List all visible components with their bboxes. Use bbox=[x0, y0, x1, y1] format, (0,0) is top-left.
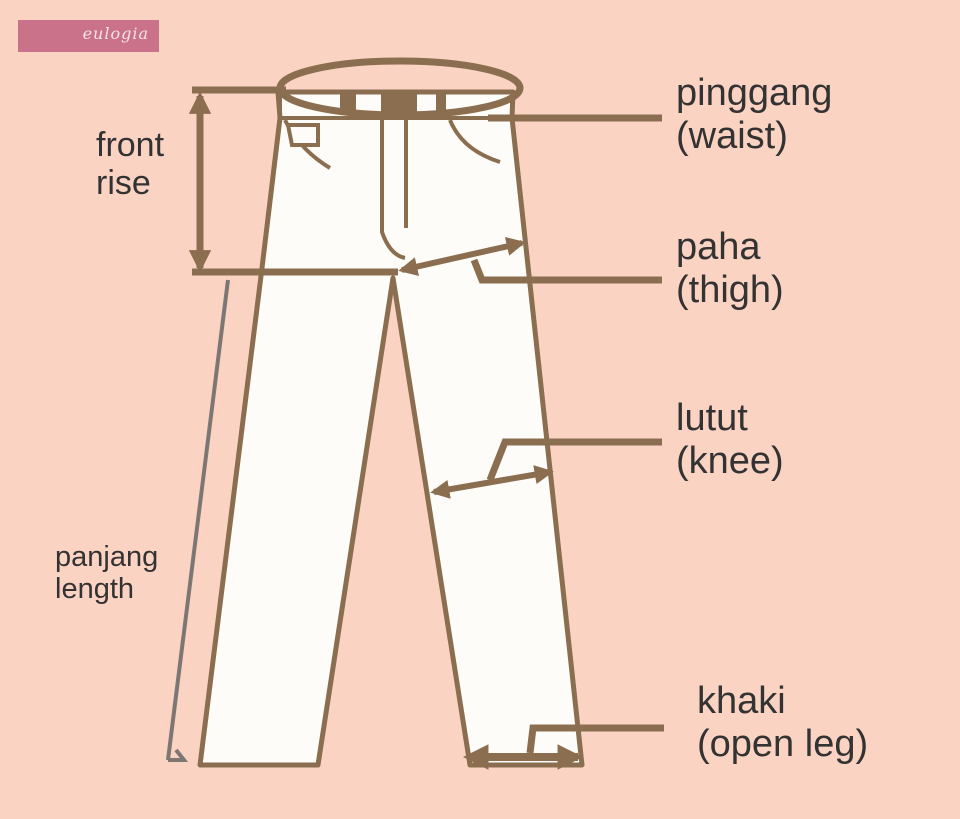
label-front-rise: front rise bbox=[96, 126, 164, 202]
label-length-line2: length bbox=[55, 573, 135, 606]
pants-outline bbox=[197, 89, 585, 768]
coin-pocket bbox=[285, 123, 320, 147]
label-length-line1: panjang bbox=[55, 541, 159, 573]
belt-loop bbox=[436, 90, 446, 112]
label-thigh: paha (thigh) bbox=[676, 226, 784, 311]
label-knee-line1: lutut bbox=[676, 397, 748, 439]
knee-leader bbox=[486, 438, 662, 482]
label-open-leg-line2: (open leg) bbox=[697, 722, 869, 765]
label-knee-line2: (knee) bbox=[676, 439, 784, 482]
label-length: panjang length bbox=[55, 541, 158, 606]
label-thigh-line2: (thigh) bbox=[676, 268, 784, 311]
thigh-leader bbox=[470, 258, 662, 284]
label-waist-line1: pinggang bbox=[676, 72, 833, 114]
label-thigh-line1: paha bbox=[676, 226, 761, 268]
label-open-leg-line1: khaki bbox=[697, 680, 786, 722]
label-front-rise-line2: rise bbox=[96, 164, 151, 203]
right-pocket bbox=[448, 119, 501, 164]
open-leg-leader bbox=[526, 724, 664, 754]
belt-loop bbox=[340, 90, 356, 112]
knee-arrow bbox=[430, 465, 554, 499]
length-line bbox=[166, 279, 230, 761]
thigh-arrow bbox=[398, 237, 526, 276]
label-knee: lutut (knee) bbox=[676, 397, 784, 482]
label-waist-line2: (waist) bbox=[676, 114, 788, 157]
brand-logo: eulogia bbox=[18, 20, 159, 52]
label-waist: pinggang (waist) bbox=[676, 72, 832, 157]
brand-logo-text: eulogia bbox=[82, 24, 149, 43]
label-front-rise-line1: front bbox=[96, 126, 165, 164]
label-open-leg: khaki (open leg) bbox=[697, 680, 868, 765]
length-hook bbox=[168, 748, 189, 762]
